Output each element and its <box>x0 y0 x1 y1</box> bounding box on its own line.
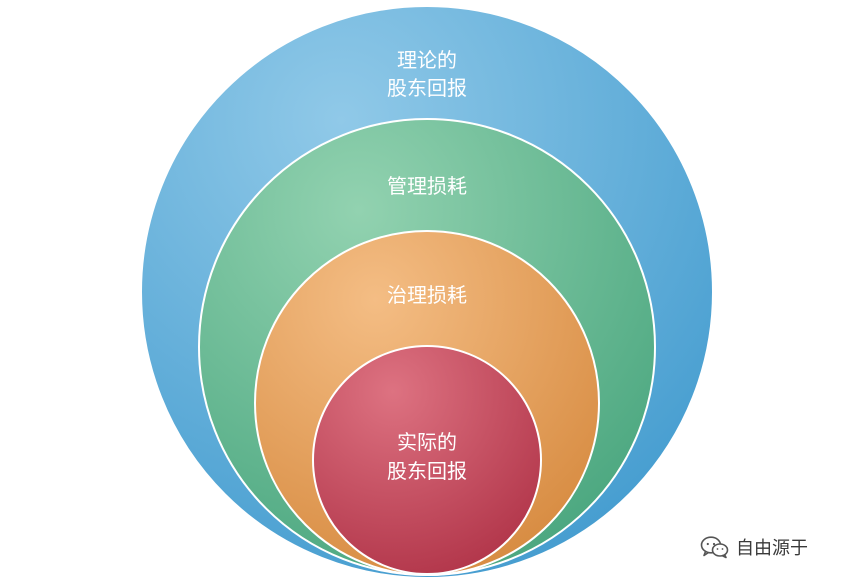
circle-actual-return: 实际的 股东回报 <box>312 345 542 575</box>
wechat-icon <box>700 536 729 559</box>
label-theoretical-line1: 理论的 <box>397 48 457 72</box>
label-governance: 治理损耗 <box>387 283 467 307</box>
label-theoretical-line2: 股东回报 <box>387 76 467 100</box>
label-actual-line1: 实际的 <box>397 430 457 454</box>
watermark-text: 自由源于 <box>736 538 808 559</box>
label-management: 管理损耗 <box>387 174 467 198</box>
label-actual-line2: 股东回报 <box>387 459 467 483</box>
watermark: 自由源于 <box>700 534 808 560</box>
